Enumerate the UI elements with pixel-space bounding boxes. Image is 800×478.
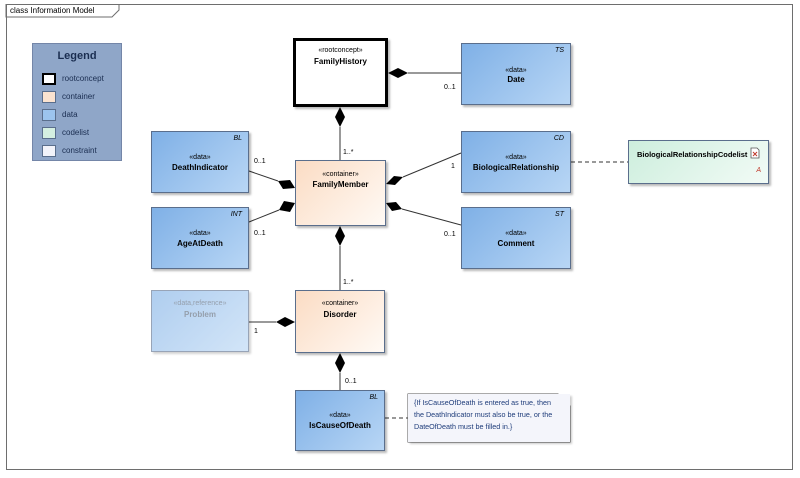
legend-swatch-rootconcept xyxy=(42,73,56,85)
class-age-at-death[interactable]: INT «data» AgeAtDeath xyxy=(151,207,249,269)
stereotype-label: «container» xyxy=(321,300,359,307)
legend-item-container: container xyxy=(42,91,122,105)
type-tag: CD xyxy=(553,135,564,142)
legend: Legend rootconcept container data codeli… xyxy=(32,43,122,161)
class-comment[interactable]: ST «data» Comment xyxy=(461,207,571,269)
multiplicity-comment: 0..1 xyxy=(444,231,456,238)
stereotype-label: «data» xyxy=(189,154,211,161)
codelist-icon xyxy=(750,147,760,159)
class-biological-relationship[interactable]: CD «data» BiologicalRelationship xyxy=(461,131,571,193)
class-name: BiologicalRelationshipCodelist xyxy=(637,150,748,159)
legend-label: container xyxy=(62,92,95,101)
stereotype-label: «data» xyxy=(505,230,527,237)
type-tag: BL xyxy=(233,135,242,142)
stereotype-label: «data» xyxy=(329,412,351,419)
connector-member-deathindicator xyxy=(248,170,279,182)
multiplicity-date: 0..1 xyxy=(444,84,456,91)
class-name: Disorder xyxy=(323,310,357,319)
class-name: Problem xyxy=(183,310,216,319)
legend-label: rootconcept xyxy=(62,74,104,83)
stereotype-label: «rootconcept» xyxy=(318,47,363,54)
frame-tab-outline xyxy=(5,4,120,18)
constraint-note-line: {If IsCauseOfDeath is entered as true, t… xyxy=(414,398,552,407)
class-name: DeathIndicator xyxy=(171,163,228,172)
class-disorder[interactable]: «container» Disorder xyxy=(295,290,385,353)
composition-diamond-ageatdeath xyxy=(279,201,295,212)
stereotype-label: «container» xyxy=(322,171,359,178)
multiplicity-problem: 1 xyxy=(254,328,258,335)
multiplicity-biological-relationship: 1 xyxy=(451,163,455,170)
class-death-indicator[interactable]: BL «data» DeathIndicator xyxy=(151,131,249,193)
multiplicity-death-indicator: 0..1 xyxy=(254,158,266,165)
stereotype-label: «data» xyxy=(189,230,211,237)
class-name: FamilyMember xyxy=(312,180,369,189)
class-biological-relationship-codelist[interactable]: BiologicalRelationshipCodelist A xyxy=(628,140,769,184)
legend-label: data xyxy=(62,110,78,119)
stereotype-label: «data» xyxy=(505,154,527,161)
class-name: IsCauseOfDeath xyxy=(309,421,371,430)
frame-label: class Information Model xyxy=(10,6,95,15)
constraint-note[interactable]: {If IsCauseOfDeath is entered as true, t… xyxy=(408,394,570,442)
multiplicity-is-cause-of-death: 0..1 xyxy=(345,378,357,385)
legend-title: Legend xyxy=(57,50,97,62)
constraint-note-line: the DeathIndicator must also be true, or… xyxy=(414,410,553,419)
composition-diamond-comment xyxy=(386,202,402,211)
legend-swatch-container xyxy=(42,91,56,103)
type-tag: ST xyxy=(555,211,564,218)
diagram-frame xyxy=(6,4,793,470)
legend-item-codelist: codelist xyxy=(42,127,122,141)
class-name: AgeAtDeath xyxy=(177,239,223,248)
connector-member-ageatdeath xyxy=(248,209,280,223)
composition-diamond-problem xyxy=(276,317,295,327)
legend-item-constraint: constraint xyxy=(42,145,122,159)
multiplicity-age-at-death: 0..1 xyxy=(254,230,266,237)
legend-swatch-codelist xyxy=(42,127,56,139)
class-family-member[interactable]: «container» FamilyMember xyxy=(295,160,386,226)
class-is-cause-of-death[interactable]: BL «data» IsCauseOfDeath xyxy=(295,390,385,451)
composition-diamond-deathindicator xyxy=(278,180,295,189)
class-family-history[interactable]: «rootconcept» FamilyHistory xyxy=(293,38,388,107)
connector-member-comment xyxy=(401,208,462,226)
composition-diamond-disorder xyxy=(335,226,345,246)
composition-diamond-iscauseofdeath xyxy=(335,353,345,373)
type-tag: INT xyxy=(230,211,242,218)
legend-item-rootconcept: rootconcept xyxy=(42,73,122,87)
class-name: Date xyxy=(507,75,525,84)
stereotype-label: «data,reference» xyxy=(173,300,227,307)
legend-swatch-data xyxy=(42,109,56,121)
type-tag: BL xyxy=(369,394,378,401)
class-name: FamilyHistory xyxy=(314,57,367,66)
legend-item-data: data xyxy=(42,109,122,123)
multiplicity-family-member: 1..* xyxy=(343,149,354,156)
constraint-note-line: DateOfDeath must be filled in.} xyxy=(414,422,513,431)
constraint-note-text: {If IsCauseOfDeath is entered as true, t… xyxy=(414,397,564,433)
class-name: Comment xyxy=(497,239,535,248)
connector-member-relationship xyxy=(402,152,462,178)
class-date[interactable]: TS «data» Date xyxy=(461,43,571,105)
legend-label: codelist xyxy=(62,128,90,137)
legend-label: constraint xyxy=(62,146,97,155)
composition-diamond-relationship xyxy=(386,176,403,185)
composition-diamond-member xyxy=(335,107,345,127)
composition-diamond-date xyxy=(388,68,408,78)
class-problem[interactable]: «data,reference» Problem xyxy=(151,290,249,352)
abstract-marker: A xyxy=(756,167,761,174)
type-tag: TS xyxy=(555,47,564,54)
stereotype-label: «data» xyxy=(505,67,527,74)
multiplicity-disorder: 1..* xyxy=(343,279,354,286)
class-name: BiologicalRelationship xyxy=(472,163,560,172)
legend-swatch-constraint xyxy=(42,145,56,157)
